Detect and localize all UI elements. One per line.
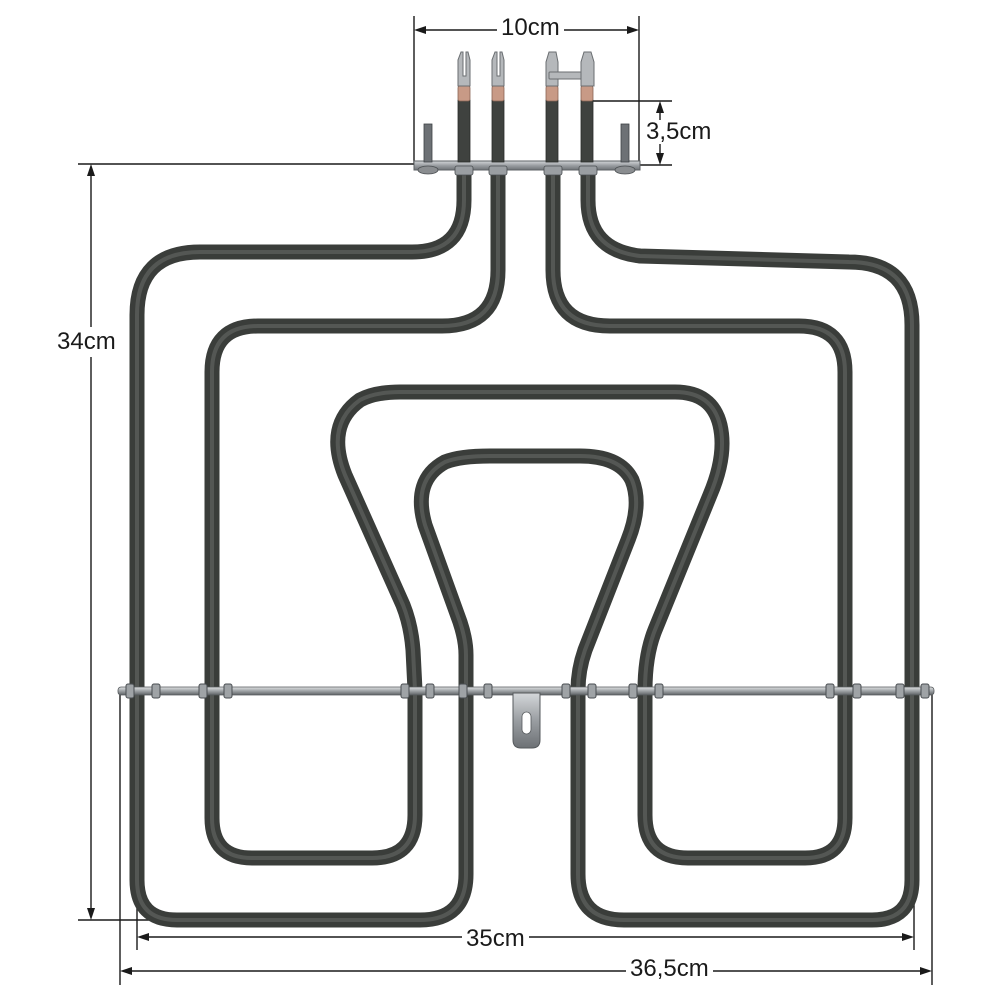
rod-clips [125, 683, 930, 699]
terminal-spades [457, 51, 595, 87]
support-rod [117, 683, 935, 749]
label-outer-width: 36,5cm [626, 957, 713, 981]
terminals [457, 51, 595, 163]
label-connector-height: 3,5cm [644, 118, 714, 145]
mounting-tab [512, 692, 541, 749]
heating-tubes [129, 164, 920, 928]
dimension-total-height [78, 163, 414, 921]
terminal-insulators [457, 85, 594, 102]
bracket-studs [417, 123, 636, 175]
tube-inner-loop [204, 164, 853, 866]
label-total-height: 34cm [57, 327, 116, 357]
dimension-outer-width [119, 690, 933, 985]
label-terminal-width: 10cm [497, 16, 564, 40]
label-inner-width: 35cm [462, 927, 529, 951]
terminal-bracket [413, 123, 641, 176]
tube-collars [454, 165, 598, 176]
terminal-tubes [457, 99, 594, 163]
dimension-connector-height [590, 100, 672, 166]
